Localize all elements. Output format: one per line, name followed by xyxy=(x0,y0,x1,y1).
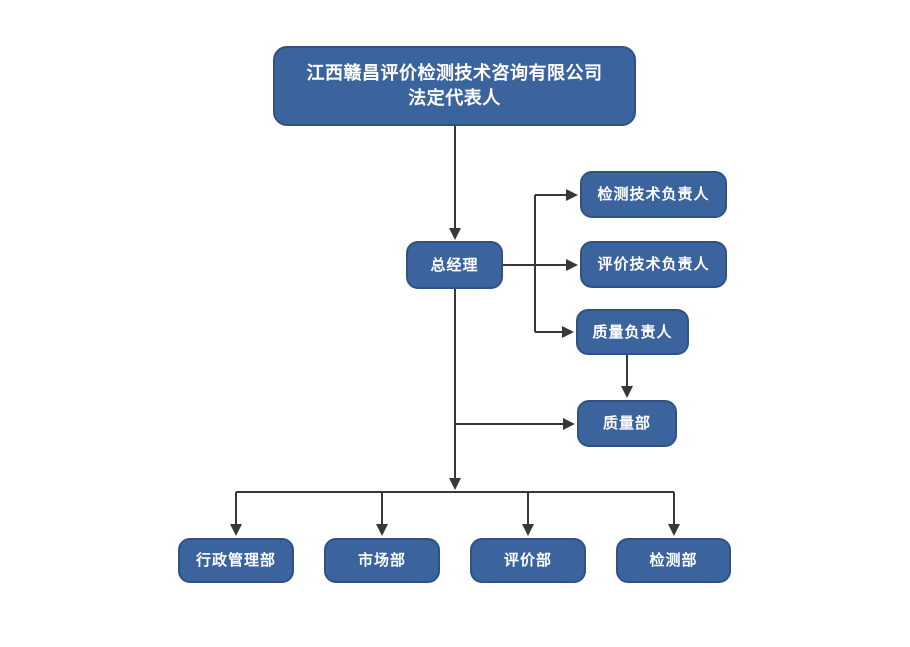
node-quality-department: 质量部 xyxy=(577,400,677,447)
node-admin-department-label: 行政管理部 xyxy=(195,552,276,569)
node-quality-lead-label: 质量负责人 xyxy=(592,323,673,341)
node-testing-tech-lead: 检测技术负责人 xyxy=(580,171,727,218)
node-general-manager-label: 总经理 xyxy=(430,256,479,274)
node-quality-lead: 质量负责人 xyxy=(576,309,689,355)
node-legal-representative-line1: 江西赣昌评价检测技术咨询有限公司 xyxy=(306,62,603,83)
node-testing-department-label: 检测部 xyxy=(649,552,698,569)
node-evaluation-tech-lead: 评价技术负责人 xyxy=(580,241,727,288)
node-evaluation-tech-lead-label: 评价技术负责人 xyxy=(597,256,710,273)
node-legal-representative: 江西赣昌评价检测技术咨询有限公司 法定代表人 xyxy=(273,46,636,126)
node-evaluation-department-label: 评价部 xyxy=(503,552,552,569)
node-market-department: 市场部 xyxy=(324,538,440,583)
node-legal-representative-line2: 法定代表人 xyxy=(408,88,501,108)
node-market-department-label: 市场部 xyxy=(357,552,406,569)
node-general-manager: 总经理 xyxy=(406,241,503,289)
node-testing-tech-lead-label: 检测技术负责人 xyxy=(597,186,710,203)
node-admin-department: 行政管理部 xyxy=(178,538,294,583)
node-quality-department-label: 质量部 xyxy=(602,415,651,432)
node-evaluation-department: 评价部 xyxy=(470,538,586,583)
node-testing-department: 检测部 xyxy=(616,538,731,583)
